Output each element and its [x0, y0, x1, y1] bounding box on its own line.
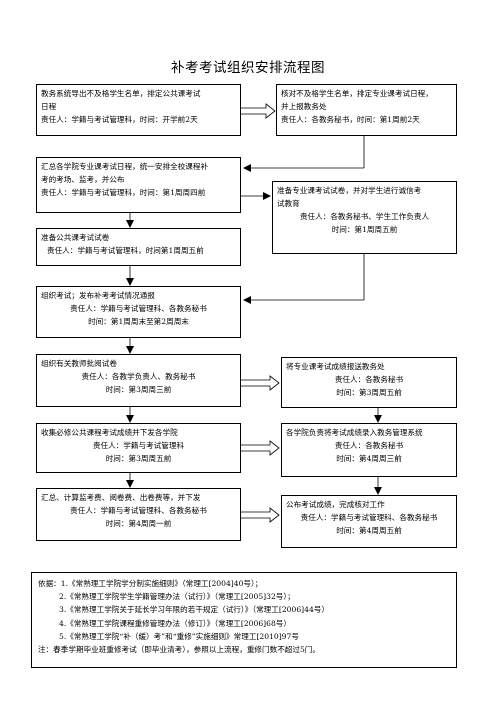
step-text: 责任人：各教务秘书、学生工作负责人 — [299, 212, 430, 221]
step-text: 责任人：学籍与考试管理科、各教务秘书 — [70, 304, 207, 313]
step-text: 时间：第3周周三前 — [105, 385, 172, 394]
step-text: 时间：第4周周五前 — [336, 526, 402, 535]
note-line: 注：春季学期毕业班重修考试（即毕业清考），参照以上流程，重修门数不超过5门。 — [38, 645, 320, 655]
arrow-l5-to-r3 — [239, 375, 280, 391]
arrow-l1-to-r1 — [239, 103, 276, 119]
step-text: 试教育 — [277, 199, 300, 208]
reference-line: 2.《常熟理工学院学生学籍管理办法（试行）》（常理工[2005]32号）； — [59, 592, 295, 602]
step-text: 并上报教务处 — [281, 102, 327, 111]
step-box-l6: 收集必修公共课程考试成绩并下发各学院 责任人：学籍与考试管理科 时间：第3周周五… — [36, 423, 241, 473]
step-text: 责任人：各教务秘书 — [334, 441, 404, 450]
step-text: 时间：第1周周末至第2周周末 — [88, 317, 189, 326]
step-text: 各学院负责将考试成绩录入教务管理系统 — [286, 428, 423, 437]
step-text: 教务系统导出不及格学生名单，排定公共课考试 — [41, 89, 201, 98]
step-text: 组织有关教师批阅试卷 — [41, 359, 117, 368]
step-box-l4: 组织考试；发布补考考试情况通报 责任人：学籍与考试管理科、各教务秘书 时间：第1… — [36, 286, 241, 338]
step-text: 准备公共课考试试卷 — [41, 233, 110, 242]
step-text: 时间：第1周周五前 — [331, 225, 398, 234]
step-text: 准备专业课考试试卷，并对学生进行诚信考 — [277, 186, 422, 195]
step-text: 公布考试成绩，完成核对工作 — [286, 500, 385, 509]
step-text: 责任人：各教务秘书 — [334, 375, 404, 384]
step-text: 责任人：学籍与考试管理科，时间第1周周五前 — [47, 246, 204, 255]
page-title: 补考考试组织安排流程图 — [171, 60, 325, 76]
step-text: 组织考试；发布补考考试情况通报 — [41, 291, 155, 300]
step-text: 时间：第3周周五前 — [105, 454, 172, 463]
step-text: 责任人：学籍与考试管理科 — [92, 441, 185, 450]
step-text: 收集必修公共课程考试成绩并下发各学院 — [41, 428, 178, 437]
step-text: 责任人：各教学负责人、教务秘书 — [81, 372, 196, 381]
step-box-l3: 准备公共课考试试卷 责任人：学籍与考试管理科，时间第1周周五前 — [36, 228, 241, 266]
step-box-l7: 汇总、计算监考费、阅卷费、出卷费等，并下发 责任人：学籍与考试管理科、各教务秘书… — [36, 488, 241, 541]
references-box: 依据：1.《常熟理工学院学分制实施细则》（常理工[2004]40号）； 2.《常… — [31, 572, 457, 668]
step-text: 时间：第4周周三前 — [336, 454, 402, 463]
reference-line: 4.《常熟理工学院课程重修管理办法（修订）》（常理工[2006]68号） — [59, 618, 291, 628]
reference-line: 3.《常熟理工学院关于延长学习年限的若干规定（试行）》（常理工[2006]44号… — [59, 605, 329, 615]
step-text: 责任人：学籍与考试管理科、各教务秘书 — [300, 513, 438, 522]
step-box-r5: 公布考试成绩，完成核对工作 责任人：学籍与考试管理科、各教务秘书 时间：第4周周… — [281, 495, 457, 548]
step-text: 责任人：学籍与考试管理科，时间：第1周周四前 — [41, 188, 206, 197]
step-box-r4: 各学院负责将考试成绩录入教务管理系统 责任人：各教务秘书 时间：第4周周三前 — [281, 423, 457, 477]
arrow-l7-to-r5 — [239, 507, 280, 523]
reference-line: 依据：1.《常熟理工学院学分制实施细则》（常理工[2004]40号）； — [38, 579, 263, 588]
step-text: 时间：第3周周五前 — [336, 388, 402, 397]
step-box-r1: 核对不及格学生名单，排定专业课考试日程， 并上报教务处 责任人：各教务秘书，时间… — [276, 84, 457, 136]
step-text: 汇总、计算监考费、阅卷费、出卷费等，并下发 — [41, 493, 201, 502]
step-text: 考的考场、监考，并公布 — [41, 175, 125, 184]
step-box-l2: 汇总各学院专业课考试日程，统一安排全校课程补 考的考场、监考，并公布 责任人：学… — [36, 157, 241, 213]
step-text: 汇总各学院专业课考试日程，统一安排全校课程补 — [41, 162, 209, 171]
step-text: 责任人：学籍与考试管理科、各教务秘书 — [70, 506, 207, 515]
step-text: 时间：第4周周一前 — [105, 519, 172, 528]
step-box-l5: 组织有关教师批阅试卷 责任人：各教学负责人、教务秘书 时间：第3周周三前 — [36, 354, 241, 407]
reference-line: 5.《常熟理工学院“补（缓）考”和“重修”实施细则》常理工[2010]97号 — [59, 631, 299, 641]
step-box-r2: 准备专业课考试试卷，并对学生进行诚信考 试教育 责任人：各教务秘书、学生工作负责… — [272, 181, 457, 254]
step-text: 将专业课考试成绩报送教务处 — [286, 362, 385, 371]
step-text: 责任人：各教务秘书，时间：第1周前2天 — [281, 115, 420, 124]
arrow-l6-to-r4 — [239, 440, 280, 456]
step-text: 核对不及格学生名单，排定专业课考试日程， — [281, 89, 433, 98]
step-text: 日程 — [41, 102, 57, 111]
step-box-l1: 教务系统导出不及格学生名单，排定公共课考试 日程 责任人：学籍与考试管理科，时间… — [36, 84, 241, 136]
step-text: 责任人：学籍与考试管理科，时间：开学前2天 — [41, 115, 198, 124]
step-box-r3: 将专业课考试成绩报送教务处 责任人：各教务秘书 时间：第3周周五前 — [281, 357, 457, 408]
